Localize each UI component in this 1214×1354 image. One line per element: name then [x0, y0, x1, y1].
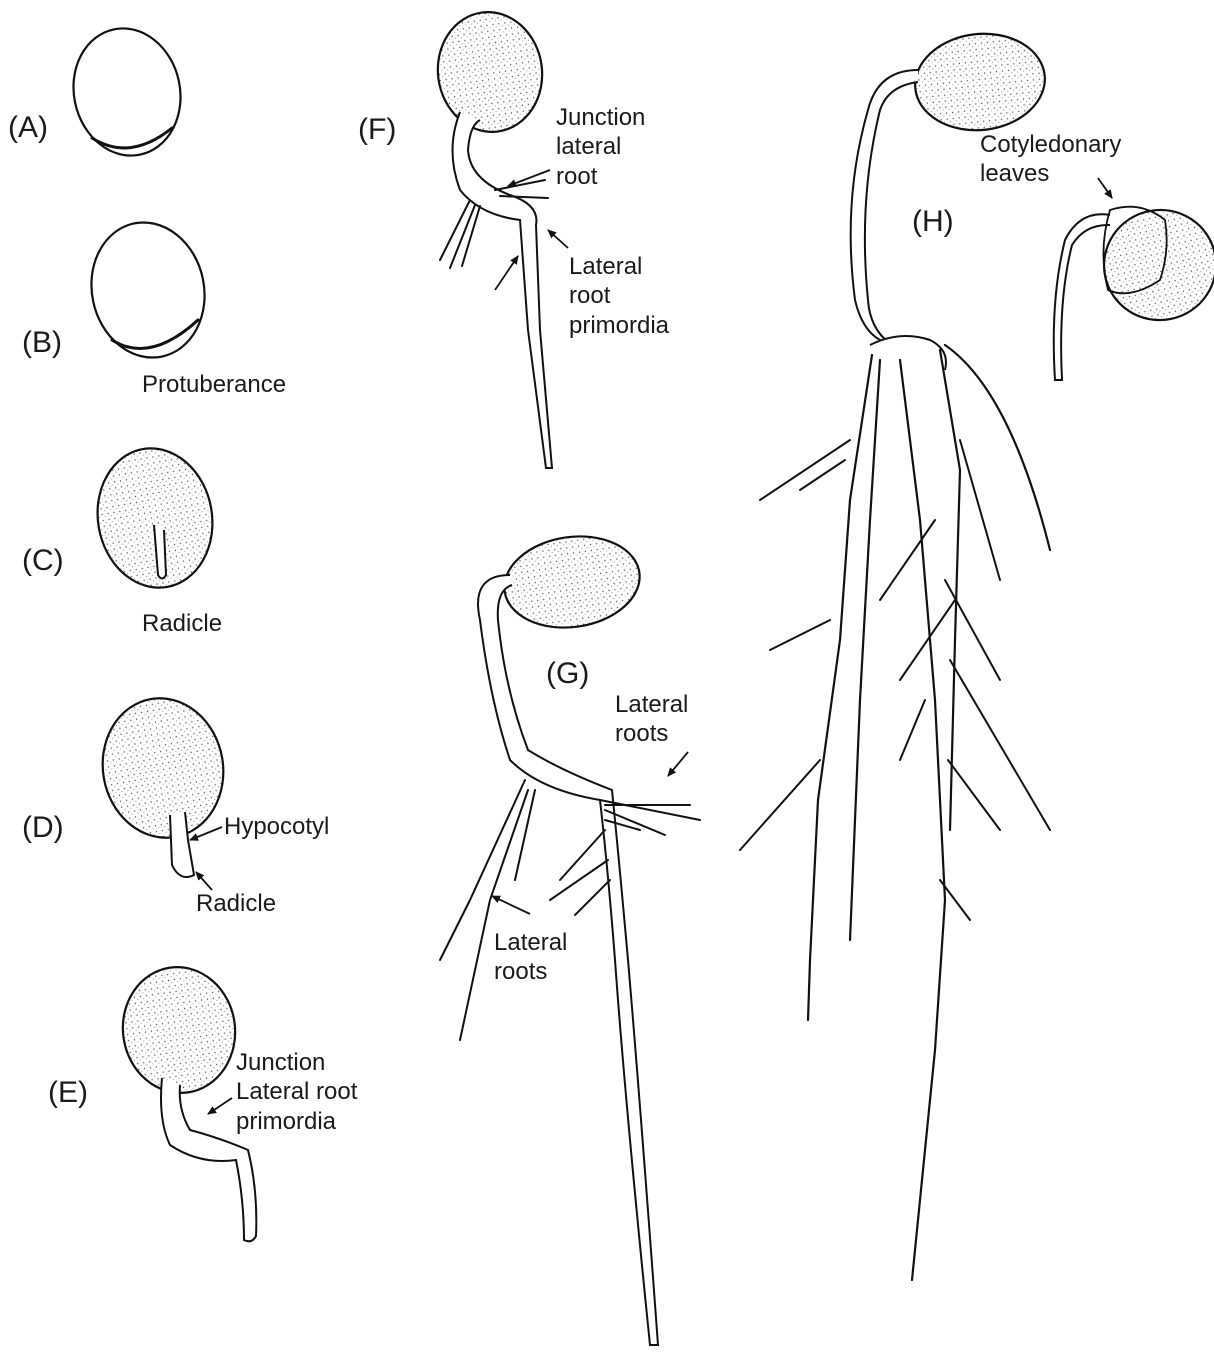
stage-label-e: (E) [48, 1075, 88, 1112]
seed-a [62, 18, 192, 165]
annotation-f2-line-2: root [569, 281, 669, 310]
annotation-e-line-2: Lateral root [236, 1077, 357, 1106]
seedling-h [740, 27, 1050, 1280]
annotation-f2-line-1: Lateral [569, 252, 669, 281]
annotation-f1-line-3: root [556, 162, 645, 191]
seedling-h-inset [1054, 200, 1214, 380]
annotation-d-hypocotyl: Hypocotyl [224, 812, 329, 841]
annotation-g1-line-1: Lateral [615, 690, 688, 719]
arrow-e-junction [208, 1098, 232, 1114]
annotation-f-lateral-root-primordia: Lateral root primordia [569, 252, 669, 340]
seed-b [79, 212, 217, 368]
annotation-e-line-3: primordia [236, 1107, 357, 1136]
annotation-f1-line-2: lateral [556, 132, 645, 161]
annotation-e-junction-primordia: Junction Lateral root primordia [236, 1048, 357, 1136]
annotation-h-line-2: leaves [980, 159, 1121, 188]
annotation-f2-line-3: primordia [569, 311, 669, 340]
annotation-b-protuberance: Protuberance [142, 370, 286, 399]
arrow-g-lateral-a [668, 752, 688, 776]
seed-d [92, 689, 234, 877]
annotation-h-cotyledonary-leaves: Cotyledonary leaves [980, 130, 1121, 189]
annotation-f-junction-lateral-root: Junction lateral root [556, 103, 645, 191]
seedling-g [440, 528, 700, 1345]
annotation-g1-line-2: roots [615, 719, 688, 748]
annotation-g2-line-1: Lateral [494, 928, 567, 957]
annotation-e-line-1: Junction [236, 1048, 357, 1077]
stage-label-c: (C) [22, 543, 64, 580]
annotation-f1-line-1: Junction [556, 103, 645, 132]
stage-label-b: (B) [22, 325, 62, 362]
stage-label-f: (F) [358, 112, 396, 149]
stage-label-h: (H) [912, 204, 954, 241]
arrow-f-primordia-b [495, 256, 518, 290]
arrow-d-radicle [196, 872, 212, 890]
annotation-g2-line-2: roots [494, 957, 567, 986]
annotation-g-lateral-roots-right: Lateral roots [615, 690, 688, 749]
seedling-f [430, 5, 552, 468]
annotation-c-radicle: Radicle [142, 609, 222, 638]
stage-label-d: (D) [22, 810, 64, 847]
stage-label-a: (A) [8, 110, 48, 147]
seed-c [87, 439, 224, 597]
stage-label-g: (G) [546, 656, 589, 693]
annotation-h-line-1: Cotyledonary [980, 130, 1121, 159]
arrow-g-lateral-b [492, 896, 530, 914]
annotation-d-radicle: Radicle [196, 889, 276, 918]
arrow-f-primordia-a [548, 230, 568, 248]
annotation-g-lateral-roots-left: Lateral roots [494, 928, 567, 987]
